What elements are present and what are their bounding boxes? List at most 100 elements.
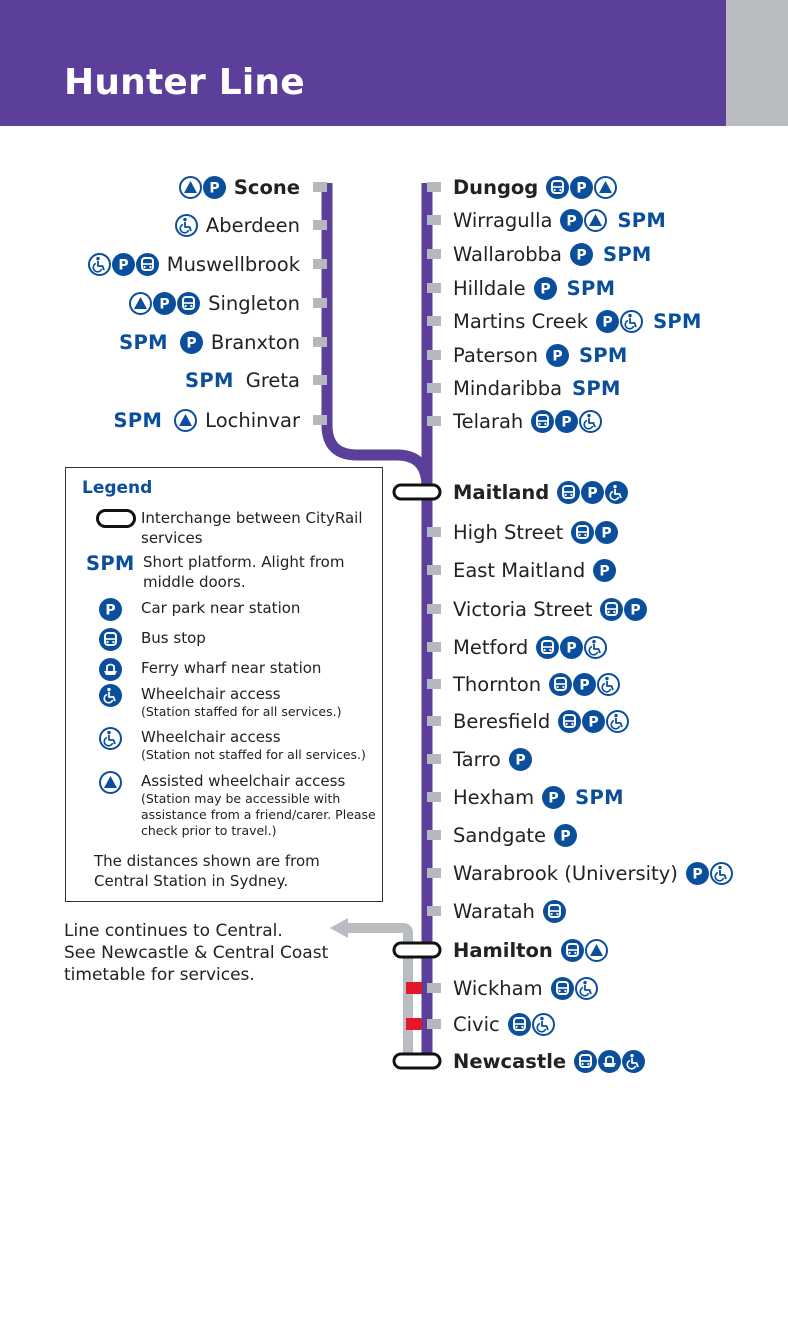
parking-icon: P <box>560 208 584 232</box>
bus-icon <box>600 597 624 621</box>
wheelchair-outline-icon <box>584 635 608 659</box>
svg-text:P: P <box>159 296 169 312</box>
station-metford: Metford P <box>453 632 608 662</box>
svg-text:P: P <box>589 714 599 730</box>
legend-box: Legend Interchange between CityRail serv… <box>65 467 383 902</box>
station-icons: P <box>545 343 569 367</box>
platform-marker <box>406 1018 422 1030</box>
legend-text: Wheelchair access(Station not staffed fo… <box>141 727 381 763</box>
station-icons: P <box>558 709 630 733</box>
station-name: Warabrook (University) <box>453 861 678 885</box>
svg-text:P: P <box>631 602 641 618</box>
svg-text:P: P <box>576 247 586 263</box>
bus-icon <box>507 1012 531 1036</box>
assisted-wheelchair-icon <box>584 938 608 962</box>
station-name: Hilldale <box>453 276 526 300</box>
platform-marker <box>406 982 422 994</box>
station-tick <box>313 337 327 347</box>
station-tick <box>313 298 327 308</box>
station-icons: P <box>542 785 566 809</box>
parking-icon: P <box>570 242 593 266</box>
spm-badge: SPM <box>572 376 621 400</box>
station-name: Civic <box>453 1012 500 1036</box>
svg-text:P: P <box>692 866 702 882</box>
wheelchair-outline-icon <box>174 213 198 237</box>
svg-text:P: P <box>600 563 610 579</box>
station-icons: P <box>179 330 203 354</box>
station-tick <box>427 215 441 225</box>
station-icons: P <box>129 291 201 315</box>
station-tick <box>427 1019 441 1029</box>
bus-icon <box>177 291 201 315</box>
parking-icon: P <box>542 785 566 809</box>
assisted-wheelchair-icon <box>178 175 202 199</box>
svg-text:P: P <box>580 677 590 693</box>
station-name: Singleton <box>208 291 300 315</box>
spm-badge: SPM <box>566 276 616 300</box>
assisted-wheelchair-icon <box>584 208 608 232</box>
svg-text:P: P <box>515 752 525 768</box>
parking-icon: P <box>555 409 579 433</box>
station-icons: P <box>508 747 532 771</box>
wheelchair-outline-icon <box>620 309 644 333</box>
legend-symbol <box>99 727 129 751</box>
parking-icon: P <box>153 291 177 315</box>
bus-icon <box>531 409 555 433</box>
wheelchair-outline-icon <box>574 976 598 1000</box>
station-icons <box>550 976 598 1000</box>
wheelchair-icon <box>99 684 122 707</box>
spm-badge: SPM <box>113 408 163 432</box>
svg-text:P: P <box>105 603 115 619</box>
station-tick <box>427 283 441 293</box>
station-name: Thornton <box>453 672 542 696</box>
station-name: Metford <box>453 635 529 659</box>
station-tick <box>427 716 441 726</box>
legend-footnote: The distances shown are from Central Sta… <box>94 852 320 890</box>
station-tick <box>313 220 327 230</box>
bus-icon <box>536 635 560 659</box>
header-tab <box>726 0 788 126</box>
bus-icon <box>560 938 584 962</box>
wheelchair-outline-icon <box>709 861 733 885</box>
svg-text:P: P <box>552 348 562 364</box>
legend-text: Assisted wheelchair access(Station may b… <box>141 771 381 839</box>
station-name: Hexham <box>453 785 535 809</box>
parking-icon: P <box>593 558 617 582</box>
station-name: Wickham <box>453 976 543 1000</box>
station-icons <box>507 1012 555 1036</box>
assisted-wheelchair-icon <box>594 175 618 199</box>
svg-text:P: P <box>209 180 219 196</box>
assisted-wheelchair-icon <box>99 771 122 794</box>
interchange-marker <box>392 1052 442 1070</box>
spm-badge: SPM <box>603 242 652 266</box>
spm-badge: SPM <box>617 208 667 232</box>
header-bar: Hunter Line <box>0 0 726 126</box>
interchange-marker <box>392 483 442 501</box>
svg-text:P: P <box>577 180 587 196</box>
station-name: Hamilton <box>453 938 553 962</box>
parking-icon: P <box>560 635 584 659</box>
station-name: Wallarobba <box>453 242 562 266</box>
legend-label: Car park near station <box>141 599 301 617</box>
wheelchair-outline-icon <box>606 709 630 733</box>
station-civic: Civic <box>453 1009 555 1039</box>
station-name: Tarro <box>453 747 501 771</box>
bus-icon <box>571 520 595 544</box>
station-name: Telarah <box>453 409 524 433</box>
station-tick <box>427 868 441 878</box>
parking-icon: P <box>624 597 648 621</box>
wheelchair-outline-icon <box>87 252 111 276</box>
spm-badge: SPM <box>575 785 624 809</box>
station-tick <box>427 792 441 802</box>
station-icons: P <box>546 175 618 199</box>
station-name: Dungog <box>453 175 539 199</box>
bus-icon <box>550 976 574 1000</box>
